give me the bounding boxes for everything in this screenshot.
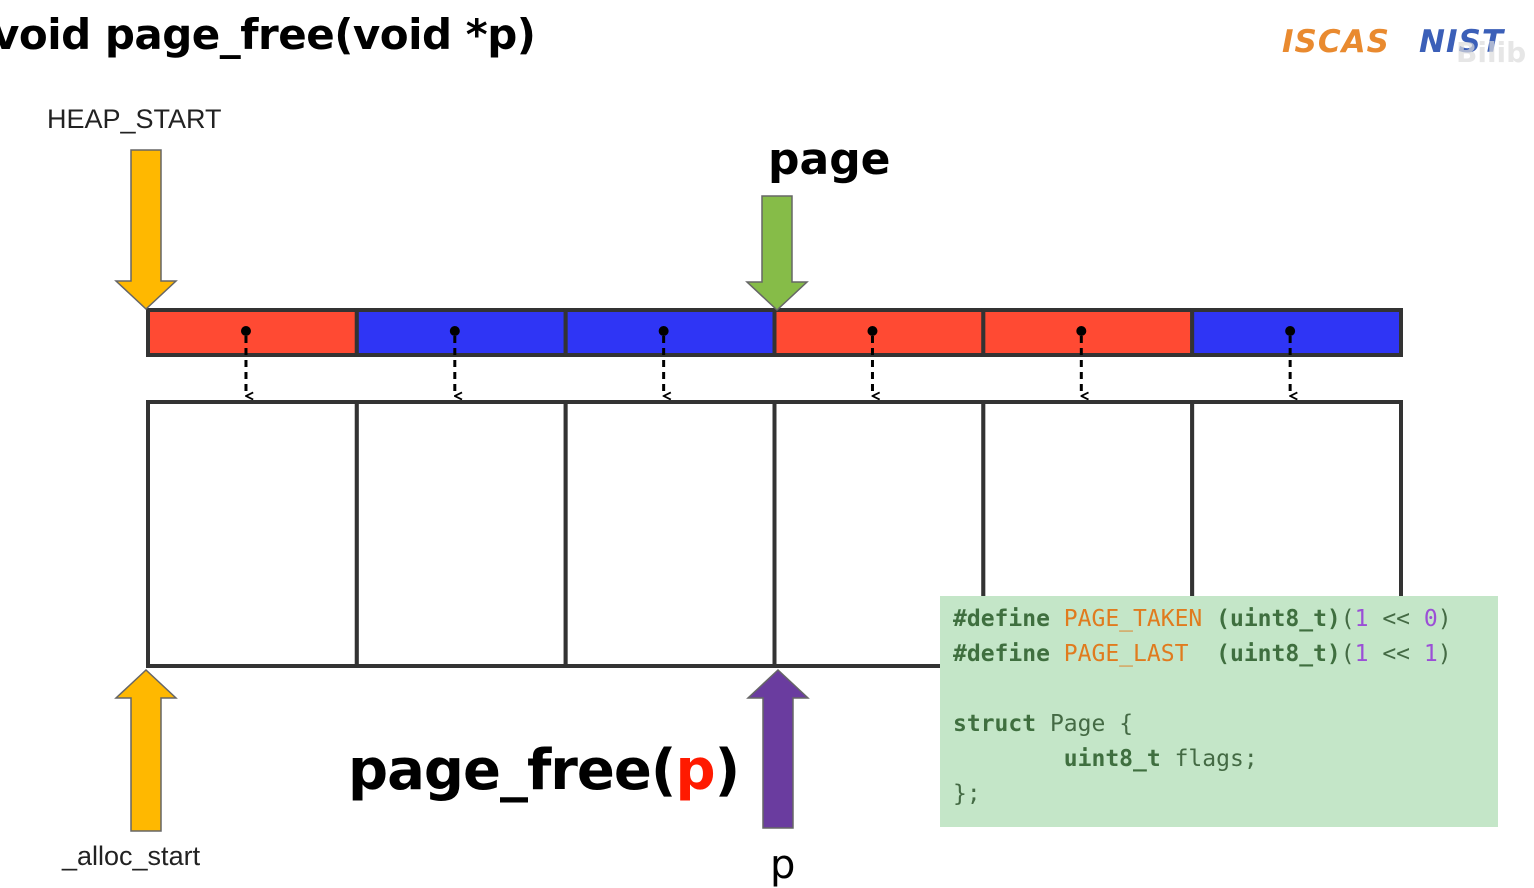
call-suffix: )	[714, 738, 741, 803]
code-line-define-taken: #define PAGE_TAKEN (uint8_t)(1 << 0)	[953, 606, 1452, 632]
call-prefix: page_free(	[348, 738, 676, 803]
memory-page-1	[146, 400, 359, 668]
page-label: page	[768, 134, 891, 185]
page-descriptor-1	[146, 308, 359, 357]
memory-page-3	[563, 400, 777, 668]
page-descriptor-3	[563, 308, 777, 357]
code-line-struct-close: };	[953, 781, 981, 807]
memory-page-2	[354, 400, 568, 668]
code-line-define-last: #define PAGE_LAST (uint8_t)(1 << 1)	[953, 641, 1452, 667]
heap-start-label: HEAP_START	[47, 104, 222, 134]
page-descriptor-6	[1190, 308, 1403, 357]
page-descriptor-4	[772, 308, 986, 357]
alloc-start-arrow	[114, 668, 178, 832]
alloc-start-label: _alloc_start	[62, 841, 201, 871]
iscas-logo: ISCAS	[1282, 24, 1390, 60]
call-expression: page_free(p)	[348, 738, 741, 803]
p-arrow	[746, 668, 810, 829]
code-line-field: uint8_t flags;	[1063, 746, 1258, 772]
code-line-struct-open: struct Page {	[953, 711, 1134, 737]
heap-start-arrow	[114, 149, 178, 311]
page-descriptor-5	[981, 308, 1195, 357]
page-arrow	[745, 195, 809, 312]
descriptor-pointer-dot	[1285, 326, 1296, 336]
descriptor-pointer-dot	[449, 326, 460, 336]
descriptor-pointer-dot	[240, 326, 251, 336]
page-descriptor-2	[354, 308, 568, 357]
descriptor-pointer-dot	[658, 326, 669, 336]
descriptor-pointer-dot	[867, 326, 878, 336]
descriptor-pointer-dot	[1076, 326, 1087, 336]
code-snippet: #define PAGE_TAKEN (uint8_t)(1 << 0) #de…	[940, 596, 1498, 827]
slide-title: void page_free(void *p)	[0, 10, 536, 59]
logos: ISCAS NIST	[1282, 24, 1504, 60]
call-arg: p	[675, 738, 715, 803]
p-label: p	[770, 842, 796, 888]
watermark-logo: Bilib	[1456, 36, 1527, 69]
code-line-blank	[953, 672, 1498, 707]
nist-logo: NIST	[1419, 24, 1504, 60]
